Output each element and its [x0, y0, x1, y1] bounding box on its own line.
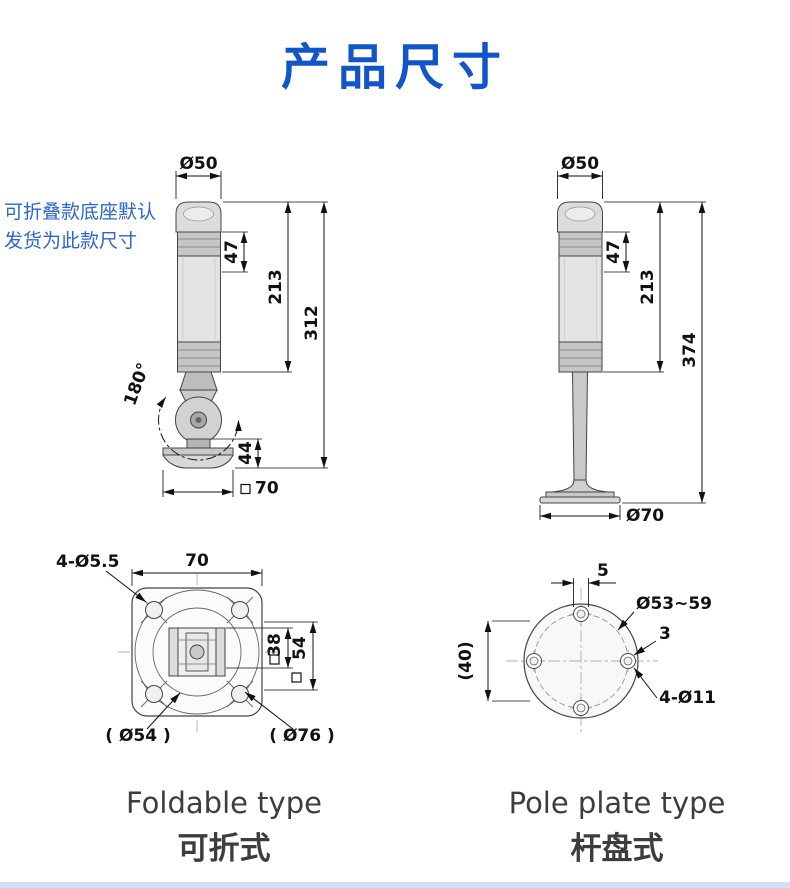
dim-top-diameter: Ø50 — [561, 154, 599, 174]
foldable-dimensions: Ø50 47 213 312 44 70 — [162, 154, 328, 499]
foldable-default-note: 可折叠款底座默认 发货为此款尺寸 — [4, 201, 157, 253]
dim-total-height: 374 — [680, 332, 700, 368]
pole-caption-en: Pole plate type — [508, 786, 726, 820]
square-section-symbol — [291, 672, 302, 683]
pole-plate-dimensions: 5 Ø53~59 3 (40) 4-Ø11 — [456, 561, 716, 708]
pole-caption: Pole plate type 杆盘式 — [477, 786, 757, 868]
dim-outer-circle: ( Ø76 ) — [269, 726, 335, 746]
foldable-base-top-view-drawing: 70 4-Ø5.5 38 54 ( Ø54 ) ( Ø76 ) — [56, 551, 335, 746]
dim-corner-holes: 4-Ø5.5 — [56, 552, 119, 572]
foldable-caption: Foldable type 可折式 — [84, 786, 364, 868]
dim-bracket-width: 38 — [265, 633, 285, 657]
dim-plate-holes: 4-Ø11 — [659, 688, 716, 708]
dim-inner-circle: ( Ø54 ) — [105, 726, 171, 746]
dim-tower-height: 213 — [266, 269, 286, 305]
square-section-symbol — [240, 483, 251, 495]
foldable-caption-en: Foldable type — [126, 786, 322, 820]
dim-hole-spacing: (40) — [456, 641, 476, 680]
foldable-caption-cn: 可折式 — [177, 831, 271, 867]
pole-plate — [506, 588, 658, 734]
dim-base-width: 70 — [185, 551, 209, 571]
dim-slot-width: 5 — [597, 561, 609, 581]
dim-total-height: 312 — [302, 305, 322, 341]
dim-base-height: 44 — [236, 441, 256, 465]
dim-fold-angle: 180° — [120, 360, 154, 408]
foldable-base-dimensions: 70 4-Ø5.5 38 54 ( Ø54 ) ( Ø76 ) — [56, 551, 335, 746]
plate-mounting-holes — [523, 603, 639, 719]
pole-tower — [539, 201, 621, 504]
pole-plate-top-view-drawing: 5 Ø53~59 3 (40) 4-Ø11 — [456, 561, 716, 734]
foldable-front-view-drawing: 180° Ø50 47 213 312 44 — [120, 154, 328, 499]
foldable-base-plate — [118, 573, 278, 733]
page-title: 产品尺寸 — [280, 39, 509, 96]
pole-front-view-drawing: Ø50 47 213 374 Ø70 — [539, 154, 706, 526]
dim-segment-height: 47 — [604, 240, 624, 264]
dim-plate-thickness: 3 — [659, 624, 671, 644]
pole-caption-cn: 杆盘式 — [570, 831, 664, 867]
dim-tower-height: 213 — [638, 269, 658, 305]
bottom-divider — [0, 882, 790, 888]
square-section-symbol — [269, 654, 280, 665]
dim-base-diameter: Ø70 — [626, 506, 664, 526]
dim-top-diameter: Ø50 — [179, 154, 217, 174]
pole-dimensions: Ø50 47 213 374 Ø70 — [539, 154, 706, 526]
dim-hole-spacing: 54 — [290, 636, 310, 660]
dim-segment-height: 47 — [222, 240, 242, 264]
dim-bolt-circle: Ø53~59 — [636, 594, 712, 614]
dim-base-width: 70 — [255, 479, 279, 499]
